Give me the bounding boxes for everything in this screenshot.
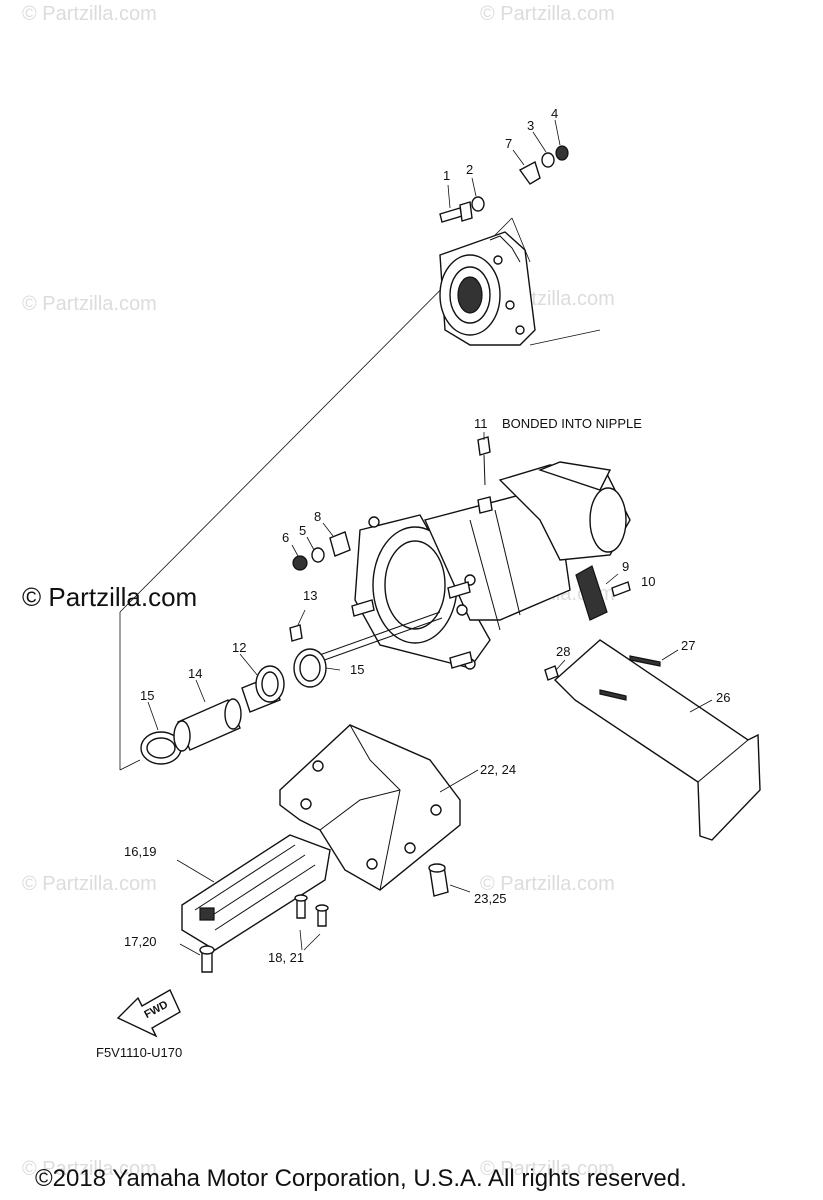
housing-fasteners <box>439 119 569 223</box>
callout-8: 8 <box>314 509 321 524</box>
watermark-main: © Partzilla.com <box>22 582 197 612</box>
callout-7: 7 <box>505 136 512 151</box>
callout-27: 27 <box>681 638 695 653</box>
reverse-bracket <box>544 639 761 841</box>
callout-26: 26 <box>716 690 730 705</box>
bonded-note: BONDED INTO NIPPLE <box>502 416 642 431</box>
watermark-top-right: © Partzilla.com <box>480 3 615 25</box>
callout-18-21: 18, 21 <box>268 950 304 965</box>
callout-13: 13 <box>303 588 317 603</box>
callout-3: 3 <box>527 118 534 133</box>
watermark-low-left: © Partzilla.com <box>22 873 157 895</box>
callout-28: 28 <box>556 644 570 659</box>
callout-15-left: 15 <box>140 688 154 703</box>
callout-1: 1 <box>443 168 450 183</box>
callout-15-right: 15 <box>350 662 364 677</box>
callout-5: 5 <box>299 523 306 538</box>
watermark-bottom-right: © Partzilla.com <box>480 1158 615 1180</box>
diagram-code: F5V1110-U170 <box>96 1045 182 1060</box>
jet-pump-body <box>351 461 631 670</box>
grease-nipple <box>477 432 491 486</box>
copyright-notice: ©2018 Yamaha Motor Corporation, U.S.A. A… <box>35 1165 687 1192</box>
ride-plate <box>279 724 479 891</box>
watermark-mid-left: © Partzilla.com <box>22 293 157 315</box>
intake-grate <box>176 834 331 951</box>
callout-4: 4 <box>551 106 558 121</box>
callout-6: 6 <box>282 530 289 545</box>
callout-12: 12 <box>232 640 246 655</box>
callout-9: 9 <box>622 559 629 574</box>
bearing-housing <box>439 231 536 346</box>
callout-23-25: 23,25 <box>474 891 507 906</box>
watermark-bottom-left: © Partzilla.com <box>22 1158 157 1180</box>
callout-11: 11 <box>474 416 488 431</box>
impeller-housing-parts <box>140 609 341 765</box>
watermark-top-left: © Partzilla.com <box>22 3 157 25</box>
watermark-low-right: © Partzilla.com <box>480 873 615 895</box>
drive-shaft <box>299 611 443 669</box>
callout-16-19: 16,19 <box>124 844 157 859</box>
pump-fasteners <box>291 522 351 571</box>
callout-22-24: 22, 24 <box>480 762 516 777</box>
plate-screws <box>179 863 471 973</box>
callout-2: 2 <box>466 162 473 177</box>
callout-17-20: 17,20 <box>124 934 157 949</box>
forward-arrow-icon: FWD <box>116 989 181 1038</box>
callout-labels: 1 2 3 4 7 11 8 5 6 9 10 13 12 15 14 15 2… <box>124 106 730 965</box>
rubber-pad <box>575 565 631 621</box>
callout-14: 14 <box>188 666 202 681</box>
callout-10: 10 <box>641 574 655 589</box>
